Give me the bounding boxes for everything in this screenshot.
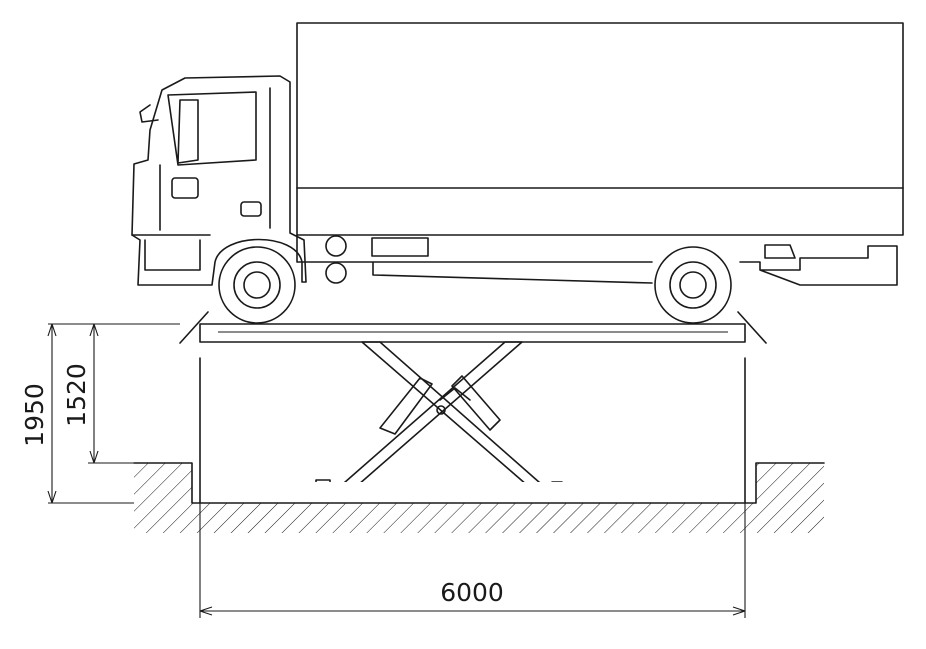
truck — [131, 22, 904, 324]
dim-platform-height-label: 1520 — [62, 363, 91, 427]
front-wheel — [218, 246, 296, 324]
dimension-pit-length: 6000 — [199, 503, 746, 618]
dim-pit-length-label: 6000 — [440, 578, 504, 607]
dim-total-height-label: 1950 — [20, 383, 49, 447]
pit — [133, 357, 825, 533]
lift-platform — [179, 311, 767, 344]
dimension-total-height: 1950 — [20, 323, 180, 504]
dimension-platform-height: 1520 — [62, 323, 134, 464]
cargo-box — [296, 22, 904, 236]
truck-chassis — [296, 234, 898, 286]
scissor-mechanism — [305, 341, 631, 498]
rear-wheel — [654, 246, 732, 324]
truck-cab — [131, 75, 307, 286]
